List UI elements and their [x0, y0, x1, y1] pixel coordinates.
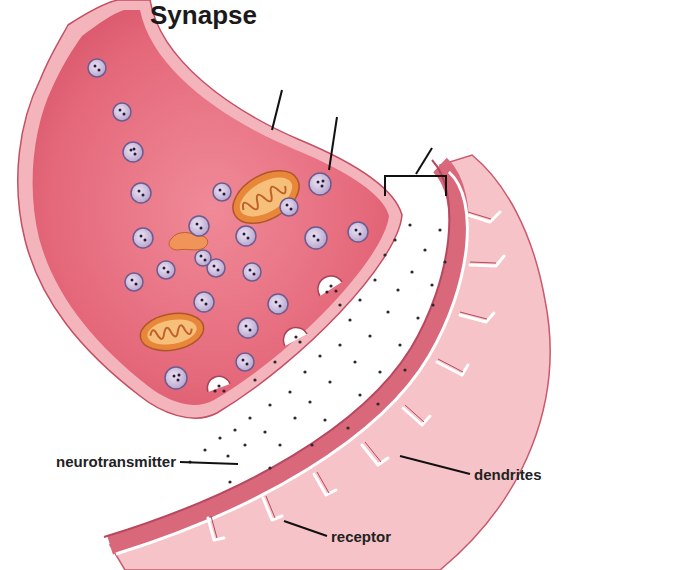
mitochondrion — [224, 160, 308, 234]
leader-line — [284, 521, 327, 536]
leader-line — [272, 90, 282, 130]
leader-line — [416, 148, 432, 174]
leader-line — [329, 117, 337, 170]
mitochondrion — [137, 309, 206, 356]
part-label: neurotransmitter — [56, 453, 176, 471]
cleft-bracket — [385, 176, 446, 196]
fusing-vesicle-contents — [213, 284, 337, 392]
fusing-vesicles — [207, 276, 342, 392]
leader-line — [180, 462, 238, 464]
neurotransmitter-molecules — [188, 223, 446, 483]
leader-line — [400, 456, 470, 474]
axon-terminal — [18, 0, 402, 418]
leader-lines — [180, 90, 470, 536]
diagram-title: Synapse — [150, 0, 257, 30]
vesicle-contents — [94, 65, 362, 382]
synaptic-vesicles — [88, 59, 368, 389]
part-label: dendrites — [474, 466, 542, 484]
part-label: receptor — [331, 528, 391, 546]
